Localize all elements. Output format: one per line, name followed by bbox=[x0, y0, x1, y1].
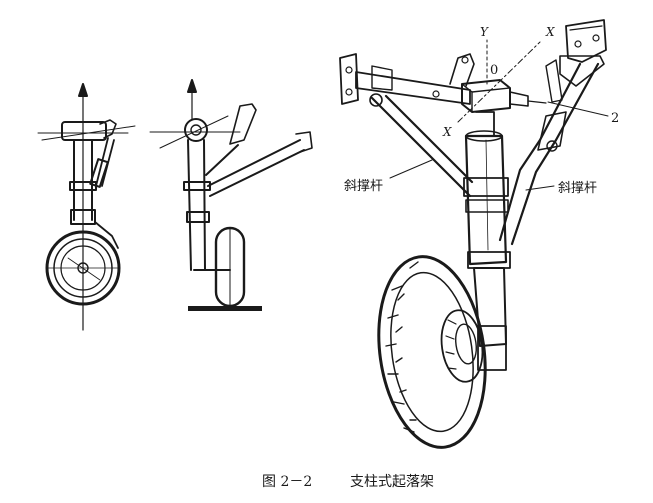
brace-right-label: 斜撑杆 bbox=[558, 181, 597, 196]
axis-y-label: Y bbox=[480, 25, 489, 39]
axis-x-bottom-label: X bbox=[442, 125, 452, 139]
figure-caption-title: 支柱式起落架 bbox=[350, 474, 434, 490]
front-view-strut bbox=[37, 83, 136, 331]
side-view-strut bbox=[149, 79, 313, 311]
figure-caption-number: 图 2－2 bbox=[262, 474, 312, 490]
brace-left-label: 斜撑杆 bbox=[344, 179, 383, 194]
perspective-landing-gear bbox=[339, 19, 609, 449]
axis-x-top-label: X bbox=[545, 25, 555, 39]
origin-label: 0 bbox=[490, 63, 498, 78]
part-2-label: 2 bbox=[611, 111, 619, 126]
